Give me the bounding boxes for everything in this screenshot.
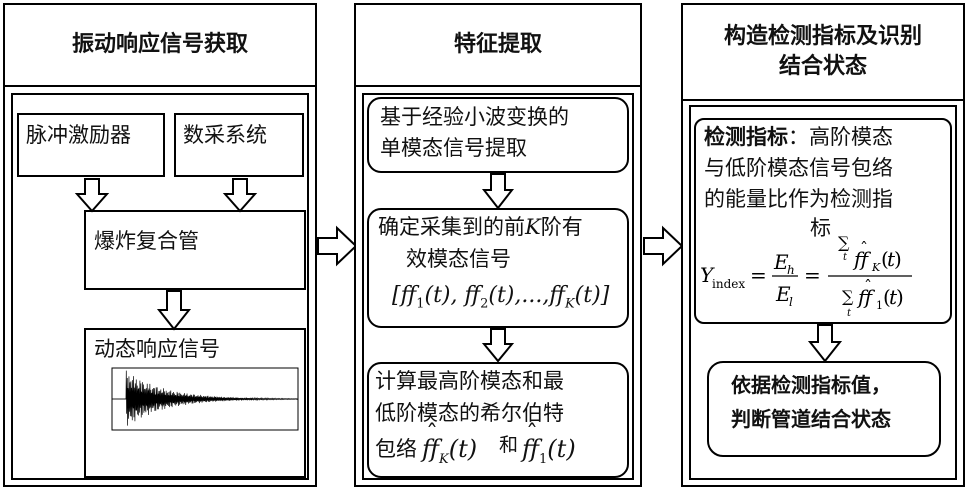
down-arrow-icon xyxy=(76,178,108,212)
svg-text:): ) xyxy=(894,247,902,271)
svg-text:h: h xyxy=(787,263,795,277)
top-k-text-b: 阶有 xyxy=(541,215,583,239)
hilbert-text-a: 包络 xyxy=(375,437,417,461)
index-text-1: ：高阶模态 xyxy=(788,125,893,149)
hilbert-text-b: 和 xyxy=(499,432,518,459)
mode-signal-formula: [ff1(t), ff2(t),...,ffK(t)] xyxy=(392,282,609,317)
svg-text:1: 1 xyxy=(876,299,883,312)
column-title-line-2: 结合状态 xyxy=(779,52,867,82)
top-k-line-1: 确定采集到的前K阶有 xyxy=(378,214,583,241)
top-k-line-2: 效模态信号 xyxy=(406,246,511,273)
svg-text:=: = xyxy=(804,263,821,287)
hilbert-line-1: 计算最高阶模态和最 xyxy=(375,368,564,395)
column-header: 特征提取 xyxy=(356,5,640,87)
index-line-2: 与低阶模态信号包络 xyxy=(704,155,893,182)
waveform-plot xyxy=(112,368,302,468)
ewt-line-1: 基于经验小波变换的 xyxy=(380,104,569,131)
decision-line-2: 判断管道结合状态 xyxy=(731,406,891,433)
svg-text:t: t xyxy=(843,252,848,263)
detonator-label: 爆炸复合管 xyxy=(94,228,199,255)
envelope-1-formula: ˆff1(t) xyxy=(522,436,576,473)
index-line-1: 检测指标：高阶模态 xyxy=(704,124,893,151)
column-title: 振动响应信号获取 xyxy=(72,30,248,60)
hilbert-line-3: 包络 xyxy=(375,436,417,463)
impulse-exciter-label: 脉冲激励器 xyxy=(26,122,131,149)
column-header: 构造检测指标及识别 结合状态 xyxy=(683,5,963,101)
down-arrow-icon xyxy=(483,173,513,209)
ewt-line-2: 单模态信号提取 xyxy=(380,135,527,162)
down-arrow-icon xyxy=(158,290,190,330)
k-symbol: K xyxy=(525,215,541,239)
column-header: 振动响应信号获取 xyxy=(5,5,315,87)
envelope-k-formula: ˆffK(t) xyxy=(422,436,477,473)
top-k-text-a: 确定采集到的前 xyxy=(378,215,525,239)
svg-text:index: index xyxy=(712,277,745,291)
svg-text:∑: ∑ xyxy=(838,233,850,252)
down-arrow-icon xyxy=(809,324,841,362)
daq-system-label: 数采系统 xyxy=(183,122,267,149)
svg-text:∑: ∑ xyxy=(842,287,854,306)
svg-text:t: t xyxy=(847,308,852,319)
down-arrow-icon xyxy=(224,178,256,212)
column-title-line-1: 构造检测指标及识别 xyxy=(724,22,922,52)
svg-text:ˆ: ˆ xyxy=(860,239,868,258)
svg-text:K: K xyxy=(871,261,881,274)
response-signal-label: 动态响应信号 xyxy=(94,336,220,363)
right-arrow-icon xyxy=(643,226,683,266)
decision-line-1: 依据检测指标值， xyxy=(731,372,891,399)
index-line-3: 的能量比作为检测指 xyxy=(704,186,893,213)
index-label: 检测指标 xyxy=(704,125,788,149)
svg-text:): ) xyxy=(896,285,904,309)
svg-text:l: l xyxy=(789,295,793,309)
down-arrow-icon xyxy=(483,328,513,362)
svg-text:ˆ: ˆ xyxy=(864,277,872,296)
svg-text:=: = xyxy=(750,263,767,287)
y-index-formula: Y index = E h E l = ∑ t ff ˆ K (t) ∑ t f… xyxy=(700,236,950,322)
column-title: 特征提取 xyxy=(454,30,542,60)
right-arrow-icon xyxy=(317,226,357,266)
